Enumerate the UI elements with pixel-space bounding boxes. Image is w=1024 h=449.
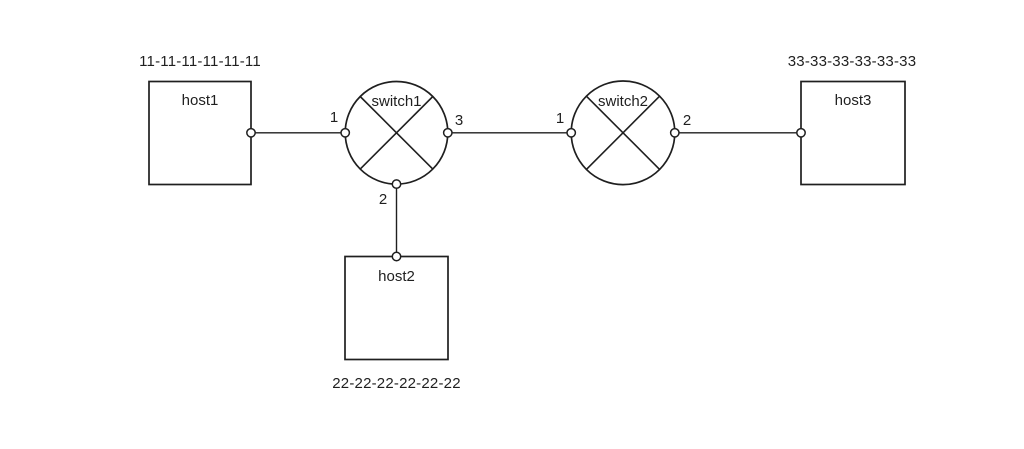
switch1-port-left-label: 1: [330, 109, 338, 126]
switch2-port-left-label: 1: [556, 110, 564, 127]
switch2-label: switch2: [598, 93, 648, 110]
host1-box: [148, 80, 252, 186]
node-host1: host1 11-11-11-11-11-11: [139, 53, 261, 186]
switch1-cross-icon: [359, 95, 434, 170]
host3-label: host3: [835, 92, 872, 109]
host1-mac-address: 11-11-11-11-11-11: [139, 53, 261, 70]
node-host2: host2 22-22-22-22-22-22: [332, 255, 461, 392]
connection-port-dot: [391, 179, 402, 190]
node-switch2: switch2 1 2: [556, 80, 691, 186]
host2-label: host2: [378, 268, 415, 285]
host1-label: host1: [182, 92, 219, 109]
connection-port-dot: [442, 127, 453, 138]
connection-port-dot: [566, 127, 577, 138]
connection-dots: [246, 127, 806, 262]
host2-mac-address: 22-22-22-22-22-22: [332, 375, 460, 392]
switch1-port-bottom-label: 2: [379, 191, 387, 208]
connection-port-dot: [246, 127, 256, 138]
switch2-cross-icon: [585, 95, 661, 170]
host3-mac-address: 33-33-33-33-33-33: [788, 53, 916, 70]
connection-port-dot: [796, 127, 806, 138]
host3-box: [800, 80, 906, 186]
connection-port-dot: [391, 251, 402, 262]
switch1-port-right-label: 3: [455, 112, 463, 129]
switch1-label: switch1: [371, 93, 421, 110]
connection-port-dot: [669, 127, 680, 138]
links: [251, 132, 801, 257]
connection-port-dot: [340, 127, 351, 138]
node-host3: host3 33-33-33-33-33-33: [788, 53, 916, 186]
node-switch1: switch1 1 3 2: [330, 80, 463, 208]
host2-box: [344, 255, 449, 361]
switch2-port-right-label: 2: [683, 112, 691, 129]
